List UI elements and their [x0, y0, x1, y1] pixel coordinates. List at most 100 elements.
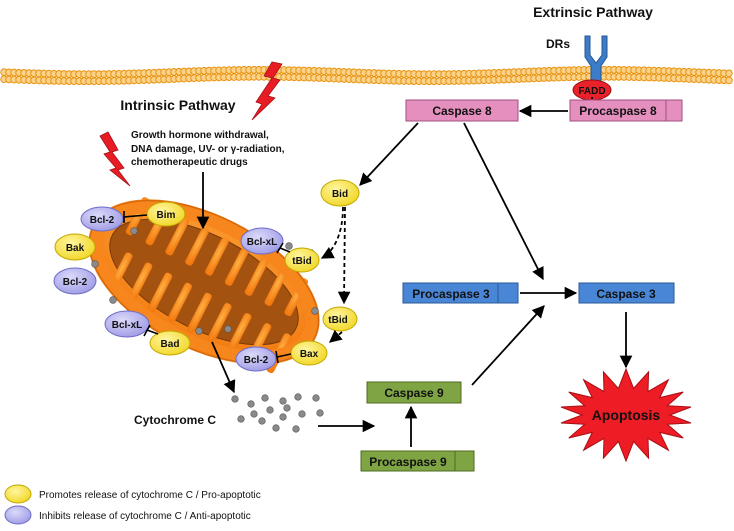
legend: Promotes release of cytochrome C / Pro-a… [4, 484, 261, 525]
apoptosis-starburst-icon [560, 367, 692, 463]
mitochondrion-crista [147, 272, 173, 313]
tbid-lower-label: tBid [328, 315, 347, 326]
bax-label: Bax [300, 349, 319, 360]
cytochrome-c-dot [237, 415, 245, 423]
protein-bid: Bid [320, 179, 360, 207]
pore-dot [311, 307, 319, 315]
pore-dot [285, 242, 293, 250]
stimuli-line-3: chemotherapeutic drugs [131, 157, 248, 168]
cytochrome-c-dot [279, 413, 287, 421]
legend-anti-apoptotic-swatch [4, 505, 32, 525]
inhibition-bim-bcl2 [123, 211, 148, 223]
caspase-3-box: Caspase 3 [578, 282, 675, 304]
arrow-caspase8-to-caspase3 [463, 122, 544, 281]
inhibition-lines [123, 211, 292, 364]
arrow-caspase8-to-bid [359, 122, 419, 186]
stimuli-line-2: DNA damage, UV- or γ-radiation, [131, 144, 285, 155]
cytochrome-c-dot [261, 394, 269, 402]
procaspase-9-box: Procaspase 9 [360, 450, 475, 472]
procaspase-9-label: Procaspase 9 [369, 455, 447, 469]
extrinsic-pathway-title: Extrinsic Pathway [533, 4, 653, 20]
protein-bak: Bak [54, 233, 96, 261]
mitochondrion-crista [205, 237, 229, 276]
mitochondrion-crista [167, 282, 192, 323]
cytochrome-c-dot [283, 404, 291, 412]
protein-bcl2-left: Bcl-2 [53, 267, 97, 295]
bcl2-top-label: Bcl-2 [90, 215, 115, 226]
mitochondrion-crista [264, 267, 289, 306]
procaspase-8-box: Procaspase 8 [569, 99, 683, 122]
tbid-upper-label: tBid [292, 256, 311, 267]
cytochrome-c-dot [312, 394, 320, 402]
procaspase-3-label: Procaspase 3 [412, 287, 490, 301]
cytochrome-c-molecules [231, 393, 324, 433]
cytochrome-c-dot [292, 425, 300, 433]
mitochondrion-crista [187, 292, 212, 333]
mitochondrion-crista [185, 227, 209, 266]
pore-dot [109, 296, 117, 304]
cytochrome-c-dot [258, 417, 266, 425]
bid-label: Bid [332, 189, 348, 200]
caspase-9-label: Caspase 9 [384, 386, 444, 400]
procaspase-8-label: Procaspase 8 [579, 104, 657, 118]
protein-bcl2-top: Bcl-2 [80, 206, 124, 232]
cytochrome-c-dot [316, 409, 324, 417]
protein-bcl2-bottom: Bcl-2 [235, 346, 277, 372]
pathway-arrows [196, 97, 633, 447]
legend-pro-apoptotic-label: Promotes release of cytochrome C / Pro-a… [39, 490, 261, 501]
caspase-9-box: Caspase 9 [366, 381, 462, 404]
pore-dot [130, 227, 138, 235]
mitochondrion-crista [127, 262, 153, 303]
pore-dot [224, 325, 232, 333]
bclxl-right-label: Bcl-xL [247, 237, 278, 248]
apoptosis-label: Apoptosis [592, 407, 661, 423]
mitochondrion-crista [207, 302, 232, 343]
arrow-bid-to-tbid-lower [337, 206, 351, 305]
bcl2-left-label: Bcl-2 [63, 277, 88, 288]
bad-label: Bad [161, 339, 180, 350]
mitochondrion-crista [224, 247, 249, 286]
caspase-8-box: Caspase 8 [405, 99, 519, 122]
protein-bad: Bad [149, 330, 191, 356]
mitochondrion-crista [165, 217, 190, 256]
cytochrome-c-dot [247, 400, 255, 408]
caspase-8-label: Caspase 8 [432, 104, 492, 118]
bak-label: Bak [66, 243, 85, 254]
cytochrome-c-label: Cytochrome C [134, 413, 216, 427]
mitochondrion-crista [244, 257, 269, 296]
arrow-mitochondrion-to-cytochrome [211, 341, 236, 394]
bclxl-left-label: Bcl-xL [112, 320, 143, 331]
arrow-bid-to-tbid-upper [320, 206, 344, 259]
death-receptor: DRs FADD [546, 35, 612, 101]
protein-tbid-lower: tBid [322, 306, 358, 332]
bim-label: Bim [157, 210, 176, 221]
pore-dot [195, 327, 203, 335]
legend-anti-apoptotic-label: Inhibits release of cytochrome C / Anti-… [39, 511, 251, 522]
apoptosis-burst: Apoptosis [560, 367, 692, 463]
arrow-tbid-to-bax [329, 329, 343, 343]
caspase-3-label: Caspase 3 [596, 287, 656, 301]
legend-pro-apoptotic-swatch [4, 484, 32, 504]
protein-bax: Bax [290, 340, 328, 366]
lightning-bolt-icon [99, 131, 131, 187]
cytochrome-c-dot [279, 397, 287, 405]
cytochrome-c-dot [272, 424, 280, 432]
stimuli-text: Growth hormone withdrawal, DNA damage, U… [131, 130, 287, 168]
intrinsic-pathway-title: Intrinsic Pathway [120, 97, 235, 113]
mitochondrion-crista [226, 313, 252, 353]
protein-bclxl-left: Bcl-xL [104, 310, 150, 338]
protein-bclxl-right: Bcl-xL [240, 227, 284, 255]
protein-tbid-upper: tBid [284, 247, 320, 273]
pore-dot [91, 260, 99, 268]
procaspase-3-box: Procaspase 3 [402, 282, 519, 304]
lightning-bolt-icon [251, 61, 283, 121]
inhibition-tbid-bclxl [276, 242, 291, 254]
cytochrome-c-dot [294, 393, 302, 401]
death-receptor-icon [584, 35, 608, 85]
cytochrome-c-dot [231, 395, 239, 403]
inhibition-bad-bclxl [143, 324, 159, 337]
stimuli-line-1: Growth hormone withdrawal, [131, 130, 269, 141]
fadd-label: FADD [578, 86, 605, 97]
cell-membrane [0, 65, 733, 86]
